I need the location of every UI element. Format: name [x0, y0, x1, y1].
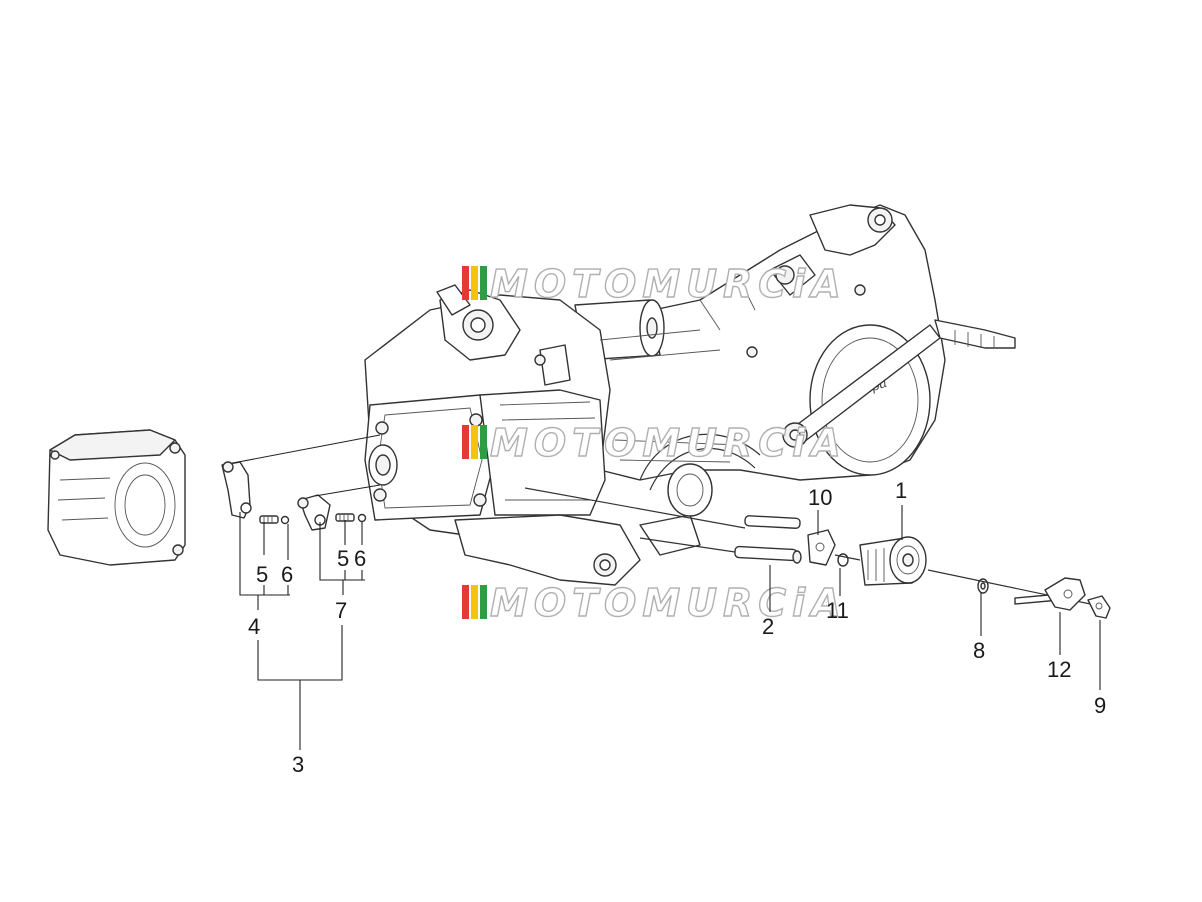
callout-4: 4: [248, 614, 260, 639]
watermark-flag-yellow: [471, 585, 478, 619]
callout-3: 3: [292, 752, 304, 777]
callout-6-right: 6: [354, 546, 366, 571]
watermark-flag-red: [462, 425, 469, 459]
watermark-top: MOTOMURCiA: [462, 261, 847, 307]
long-shaft-upper: [524, 487, 801, 529]
watermark-flag-red: [462, 266, 469, 300]
washer: [834, 553, 861, 567]
watermark-bottom: MOTOMURCiA: [462, 580, 847, 626]
callout-8: 8: [973, 638, 985, 663]
callout-11: 11: [826, 598, 849, 623]
circlip-left: [280, 515, 290, 525]
rocker-pin-left: [259, 515, 279, 524]
valve-cover: [47, 429, 186, 566]
callout-7: 7: [335, 598, 347, 623]
circlip-right: [357, 513, 367, 523]
watermark-text: MOTOMURCiA: [490, 262, 847, 306]
leader-lines: [239, 505, 1101, 750]
callout-labels: 1 2 3 4 5 6 5 6 7 8 9 10 11 12: [248, 478, 1106, 777]
watermark-flag-green: [480, 266, 487, 300]
callout-9: 9: [1094, 693, 1106, 718]
long-shaft-lower: [639, 537, 802, 564]
callout-5-right: 5: [337, 546, 349, 571]
watermark-flag-yellow: [471, 266, 478, 300]
engine-assembly: Vespa: [364, 204, 1016, 586]
shaft-with-lever: [927, 569, 1096, 611]
rocker-arm-exhaust: [221, 434, 381, 519]
callout-2: 2: [762, 614, 774, 639]
callout-6-left: 6: [281, 562, 293, 587]
watermark-flag-green: [480, 585, 487, 619]
rocker-arm-intake: [297, 484, 381, 531]
watermark-text: MOTOMURCiA: [490, 581, 847, 625]
watermark-flag-yellow: [471, 425, 478, 459]
callout-12: 12: [1047, 657, 1071, 682]
watermark-text: MOTOMURCiA: [490, 421, 847, 465]
callout-10: 10: [808, 485, 832, 510]
callout-1: 1: [895, 478, 907, 503]
spring-clip: [1087, 595, 1111, 619]
rocker-pin-right: [335, 513, 355, 522]
watermark-flag-red: [462, 585, 469, 619]
gasket-plate: [807, 529, 836, 566]
watermark-middle: MOTOMURCiA: [462, 420, 847, 466]
callout-5-left: 5: [256, 562, 268, 587]
oil-filter-cartridge: [859, 536, 927, 586]
watermark-flag-green: [480, 425, 487, 459]
